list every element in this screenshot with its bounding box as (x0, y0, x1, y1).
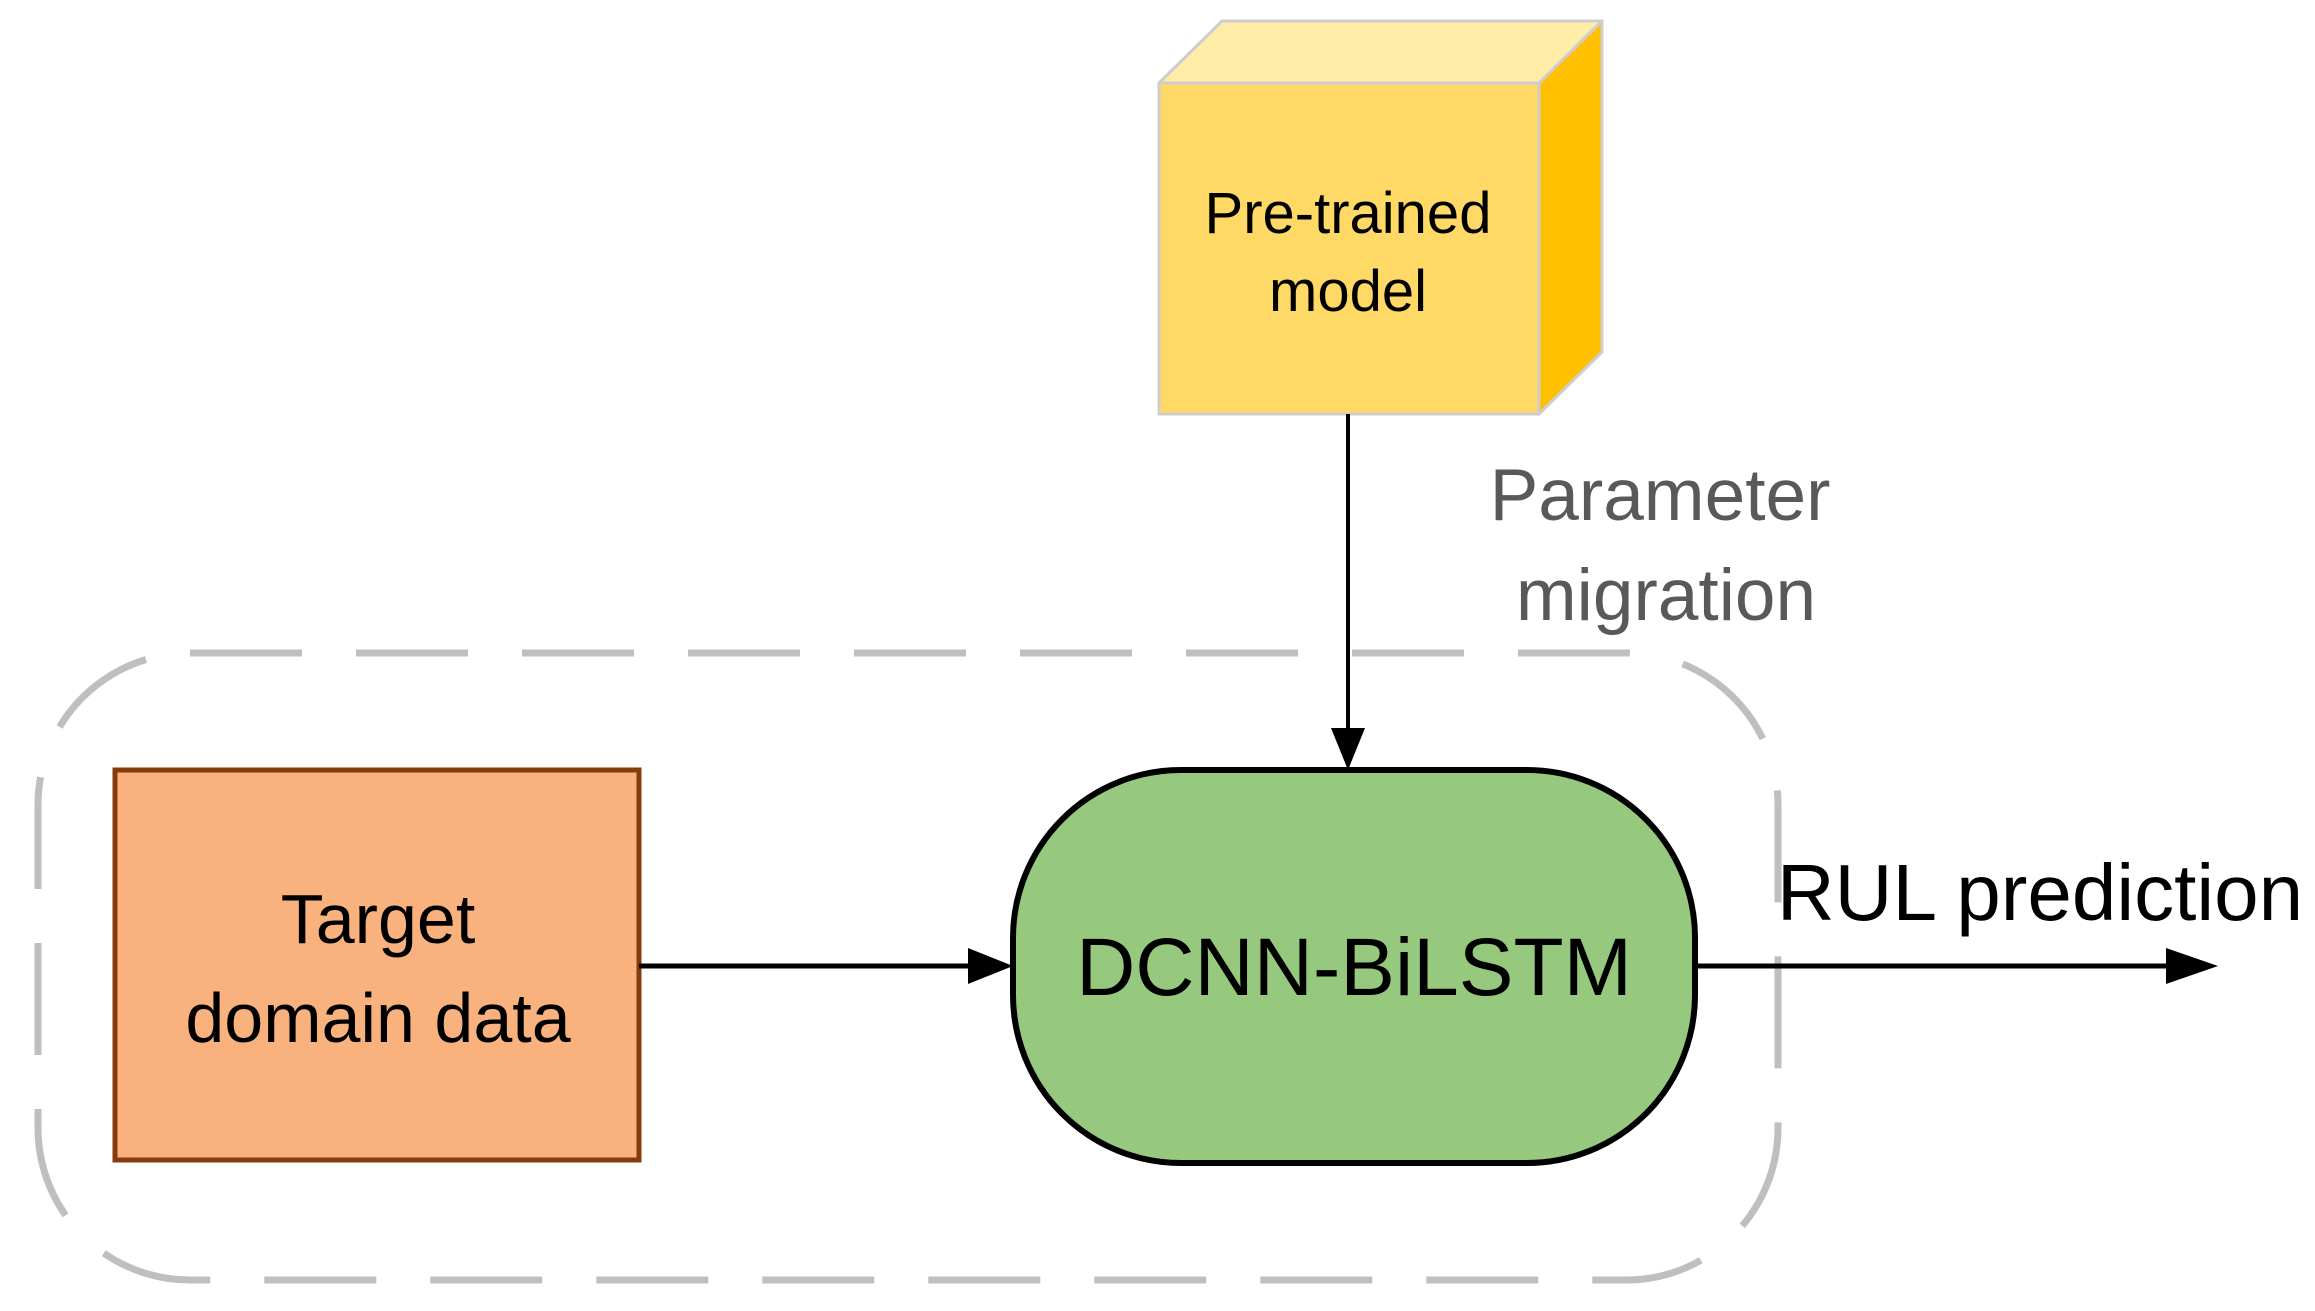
target-domain-data-node: Target domain data (112, 767, 642, 1163)
cube-front-face (1157, 81, 1541, 416)
target-domain-data-label-line2: domain data (185, 979, 570, 1057)
dcnn-bilstm-label: DCNN-BiLSTM (1076, 922, 1632, 1013)
rul-output-arrowhead (2166, 948, 2218, 984)
rul-prediction-label: RUL prediction (1777, 848, 2303, 937)
target-domain-data-label-line1: Target (281, 880, 476, 958)
data-input-arrowhead (968, 948, 1013, 984)
parameter-migration-label: Parameter migration (1490, 455, 1831, 636)
dcnn-bilstm-node: DCNN-BiLSTM (1010, 767, 1698, 1166)
target-domain-data-box (112, 767, 642, 1163)
parameter-migration-arrowhead (1331, 728, 1365, 770)
parameter-migration-arrow (1331, 414, 1365, 770)
pretrained-model-label-line1: Pre-trained (1205, 181, 1492, 246)
parameter-migration-label-line1: Parameter (1490, 455, 1831, 536)
parameter-migration-label-line2: migration (1516, 555, 1816, 636)
cube-side-face (1537, 19, 1604, 416)
pretrained-model-node: Pre-trained model (1157, 19, 1604, 416)
pretrained-model-label-line2: model (1269, 259, 1427, 324)
data-input-arrow (639, 948, 1013, 984)
cube-top-face (1157, 19, 1604, 85)
rul-output-arrow (1695, 948, 2218, 984)
